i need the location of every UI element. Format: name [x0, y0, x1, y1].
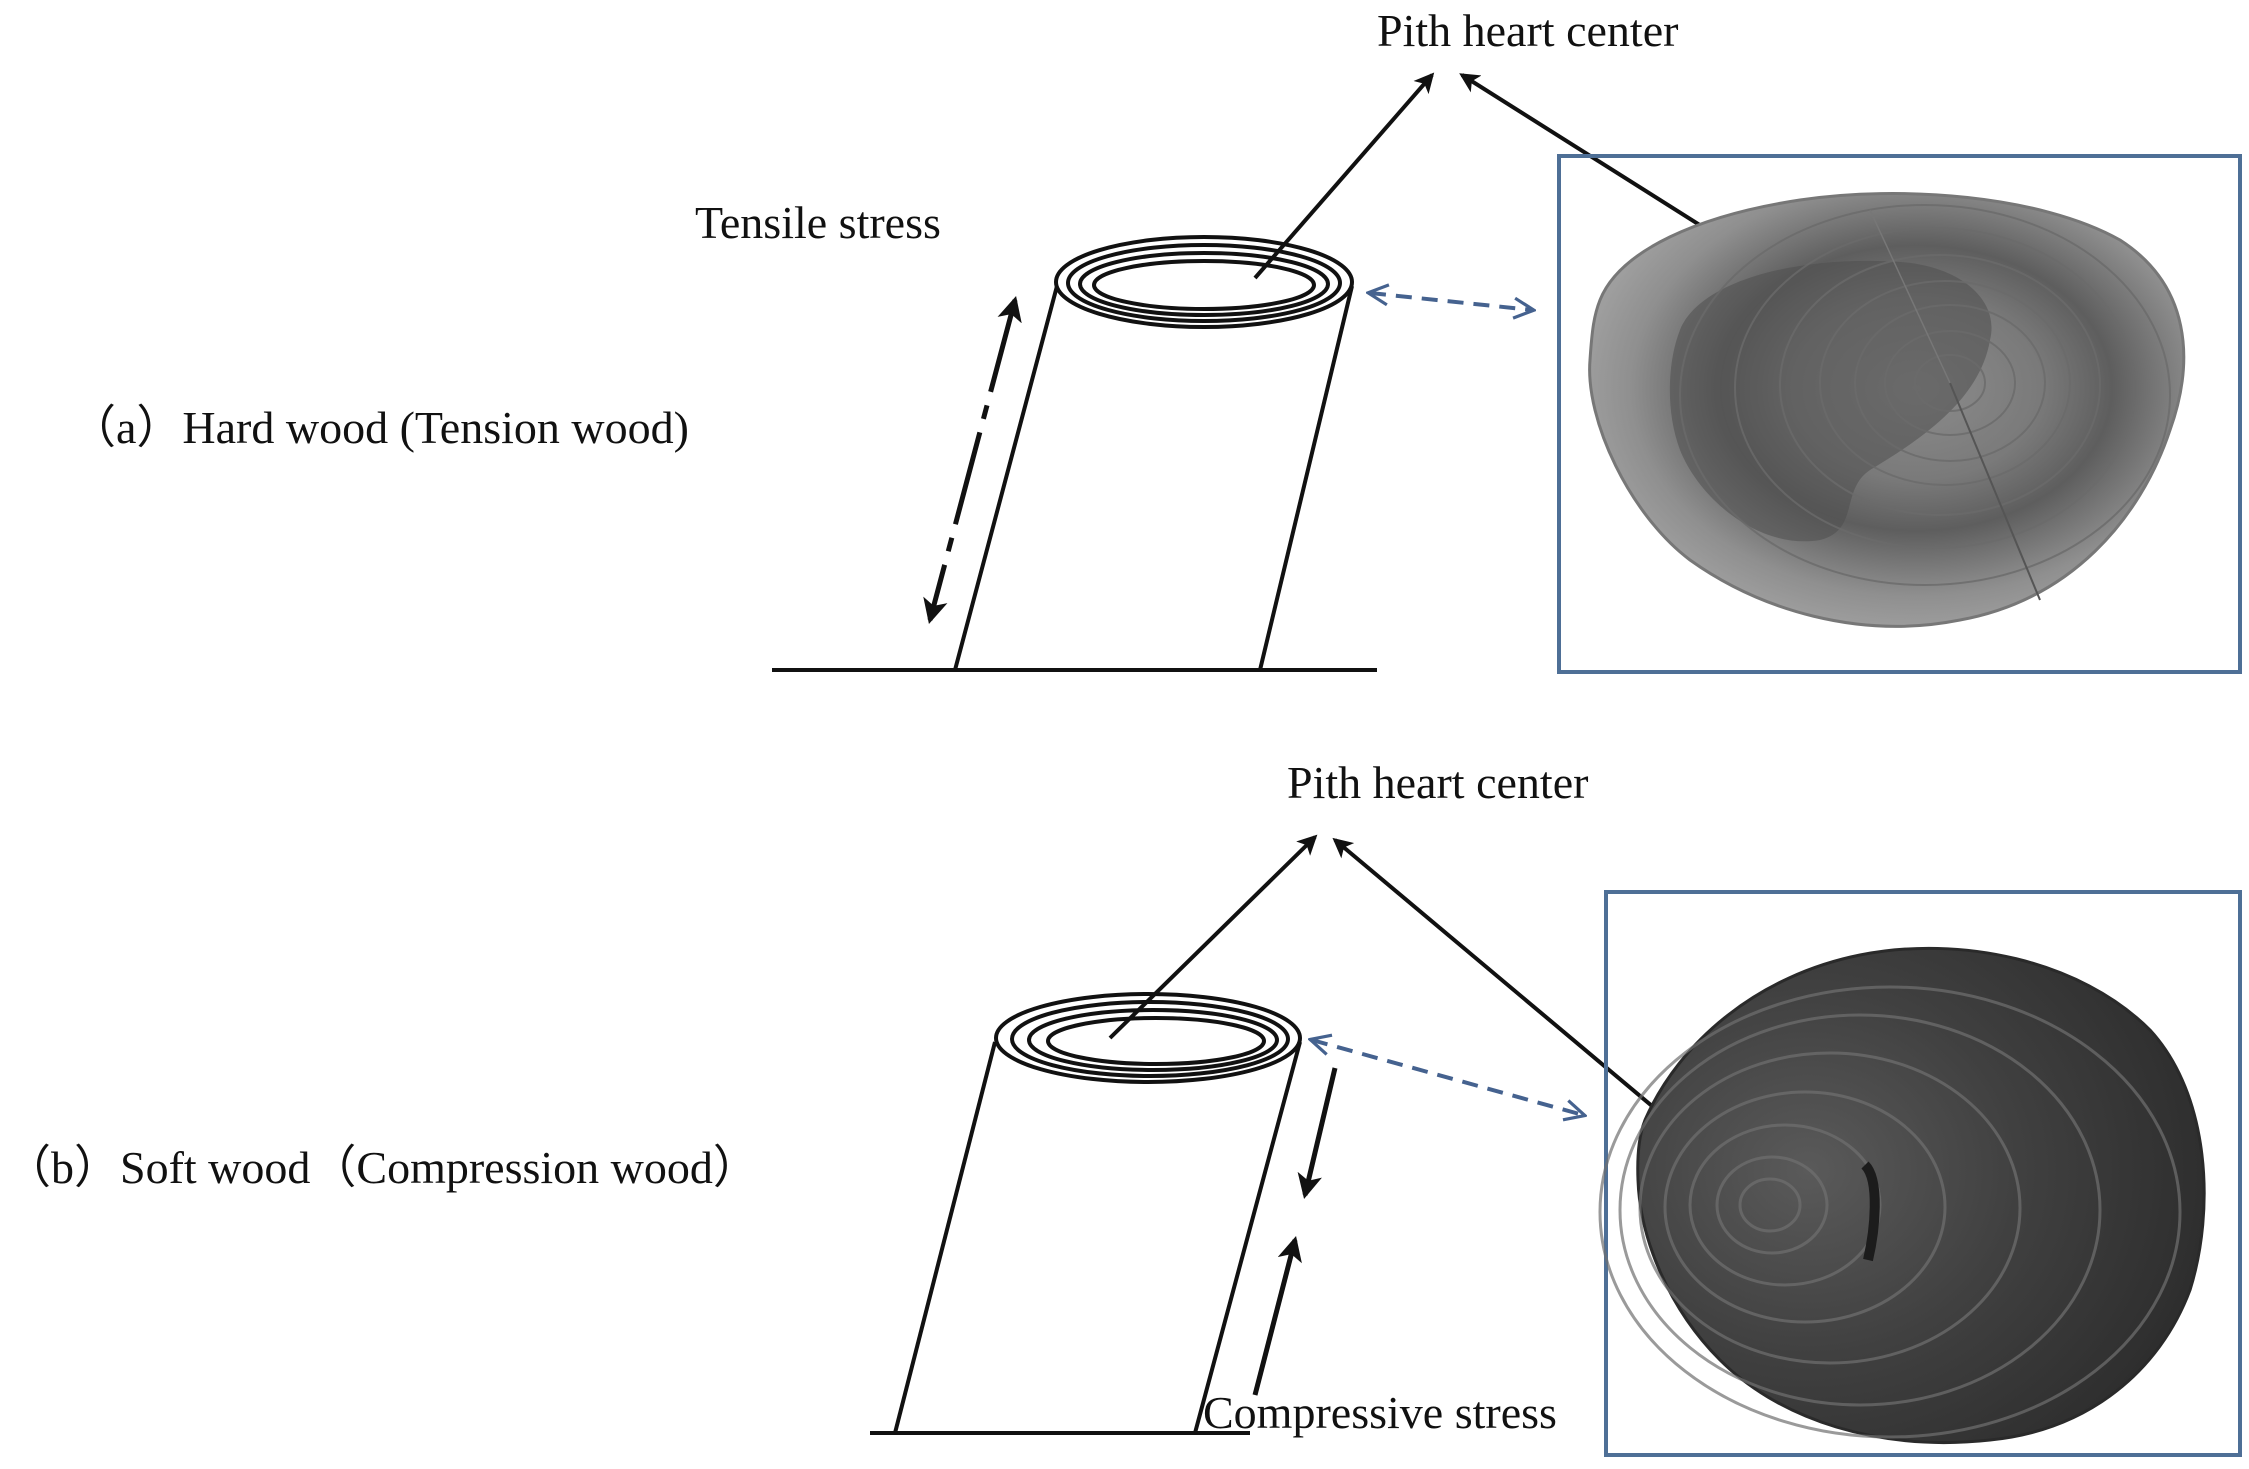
link-arrow-a [1370, 293, 1532, 310]
compressive-stress-label: Compressive stress [1203, 1387, 1557, 1438]
link-arrow-b [1312, 1040, 1583, 1115]
panel-a [772, 72, 2242, 674]
panel-b [870, 834, 2242, 1457]
softwood-photo-frame [1604, 890, 2242, 1457]
pith-arrow-from-trunk-a [1253, 72, 1435, 280]
panel-b-title: （b）Soft wood（Compression wood） [5, 1142, 759, 1193]
panel-a-title: （a）Hard wood (Tension wood) [70, 402, 689, 453]
trunk-right-side-a [1258, 285, 1354, 671]
hardwood-cross-section [1588, 192, 2186, 628]
tensile-stress-arrow [923, 295, 1022, 625]
compressive-stress-arrow-up [1252, 1235, 1302, 1396]
trunk-top-rings-a [1054, 235, 1354, 329]
pith-label-a: Pith heart center [1377, 5, 1679, 56]
hardwood-photo-frame [1557, 154, 2242, 674]
compressive-stress-arrow-down [1297, 1067, 1338, 1200]
trunk-top-rings-b [994, 992, 1302, 1084]
trunk-left-side-b [893, 1041, 997, 1434]
pith-label-b: Pith heart center [1287, 757, 1589, 808]
trunk-right-side-b [1193, 1041, 1302, 1434]
tensile-stress-label: Tensile stress [695, 197, 941, 248]
pith-arrow-from-trunk-b [1108, 834, 1318, 1040]
softwood-cross-section [1598, 946, 2206, 1444]
